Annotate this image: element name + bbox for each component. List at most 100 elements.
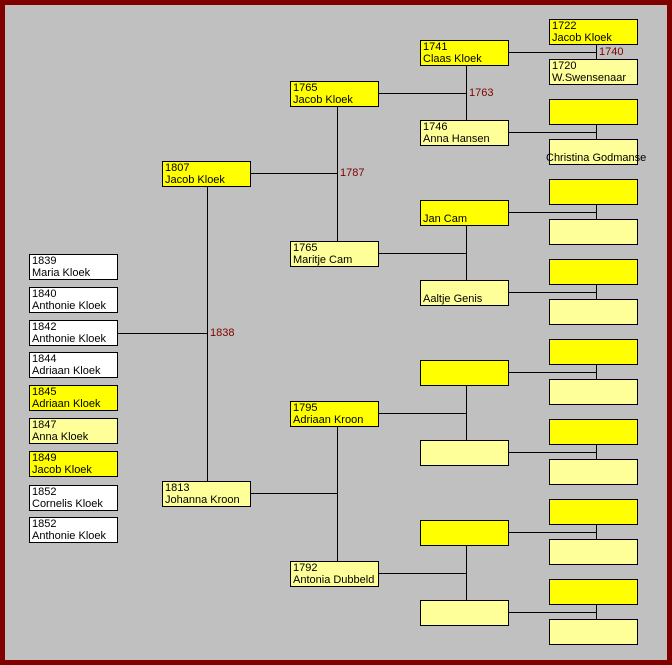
great-great-grandparent-box[interactable] — [549, 379, 638, 405]
person-name: Christina Godmanse — [546, 152, 647, 164]
birth-year — [421, 281, 508, 293]
person-name: Jacob Kloek — [293, 94, 353, 106]
person-name: Jan Cam — [423, 213, 468, 225]
birth-year: 1849 — [32, 452, 57, 464]
birth-year — [550, 380, 637, 392]
great-great-grandparent-box[interactable] — [549, 219, 638, 245]
great-great-grandparent-box[interactable] — [549, 419, 638, 445]
great-grandparent-box[interactable] — [420, 440, 509, 466]
birth-year: 1765 — [293, 242, 318, 254]
birth-year — [550, 420, 637, 432]
person-name — [550, 392, 637, 404]
person-name — [550, 592, 637, 604]
person-name: Jacob Kloek — [165, 174, 225, 186]
person-name: Aaltje Genis — [423, 293, 483, 305]
great-great-grandparent-box[interactable] — [549, 179, 638, 205]
birth-year: 1722 — [552, 20, 577, 32]
person-name — [421, 453, 508, 465]
marriage-year: 1787 — [340, 167, 365, 179]
marriage-year: 1838 — [210, 327, 235, 339]
person-name — [550, 272, 637, 284]
birth-year: 1720 — [552, 60, 577, 72]
person-name — [421, 533, 508, 545]
person-name: Anna Hansen — [423, 133, 490, 145]
great-great-grandparent-box[interactable] — [549, 259, 638, 285]
person-name: Adriaan Kloek — [32, 365, 101, 377]
great-grandparent-box[interactable] — [420, 600, 509, 626]
birth-year — [550, 540, 637, 552]
marriage-year: 1763 — [469, 87, 494, 99]
great-great-grandparent-box[interactable] — [549, 99, 638, 125]
birth-year: 1813 — [165, 482, 190, 494]
birth-year — [550, 300, 637, 312]
person-name: Maria Kloek — [32, 267, 91, 279]
great-great-grandparent-box[interactable]: Christina Godmanse — [546, 139, 646, 165]
birth-year — [550, 620, 637, 632]
birth-year — [550, 100, 637, 112]
person-name: Cornelis Kloek — [32, 498, 103, 510]
great-great-grandparent-box[interactable] — [549, 339, 638, 365]
person-name: W.Swensenaar — [552, 72, 626, 84]
great-great-grandparent-box[interactable] — [549, 299, 638, 325]
great-grandparent-box[interactable] — [420, 360, 509, 386]
person-name — [550, 112, 637, 124]
person-name — [550, 512, 637, 524]
person-name: Johanna Kroon — [165, 494, 240, 506]
birth-year — [550, 180, 637, 192]
person-name: Jacob Kloek — [32, 464, 92, 476]
person-name: Adriaan Kroon — [293, 414, 364, 426]
birth-year: 1765 — [293, 82, 318, 94]
great-grandparent-box[interactable] — [420, 520, 509, 546]
great-great-grandparent-box[interactable] — [549, 579, 638, 605]
person-name: Maritje Cam — [293, 254, 353, 266]
birth-year — [421, 361, 508, 373]
birth-year — [550, 460, 637, 472]
person-name: Anthonie Kloek — [32, 333, 106, 345]
birth-year — [421, 201, 508, 213]
great-great-grandparent-box[interactable] — [549, 619, 638, 645]
birth-year: 1840 — [32, 288, 57, 300]
birth-year: 1792 — [293, 562, 318, 574]
great-great-grandparent-box[interactable] — [549, 539, 638, 565]
person-name — [550, 352, 637, 364]
person-name: Anna Kloek — [32, 431, 89, 443]
great-grandparent-box[interactable]: Aaltje Genis — [420, 280, 509, 306]
birth-year — [550, 500, 637, 512]
person-name — [550, 552, 637, 564]
marriage-year: 1740 — [599, 46, 624, 58]
person-name — [550, 432, 637, 444]
person-name: Claas Kloek — [423, 53, 482, 65]
birth-year: 1844 — [32, 353, 57, 365]
great-great-grandparent-box[interactable] — [549, 459, 638, 485]
birth-year — [421, 441, 508, 453]
birth-year: 1845 — [32, 386, 57, 398]
birth-year — [421, 521, 508, 533]
person-name: Adriaan Kloek — [32, 398, 101, 410]
person-name — [421, 613, 508, 625]
birth-year — [550, 140, 637, 152]
great-great-grandparent-box[interactable] — [549, 499, 638, 525]
person-name — [550, 312, 637, 324]
birth-year: 1746 — [423, 121, 448, 133]
great-grandparent-box[interactable]: Jan Cam — [420, 200, 509, 226]
